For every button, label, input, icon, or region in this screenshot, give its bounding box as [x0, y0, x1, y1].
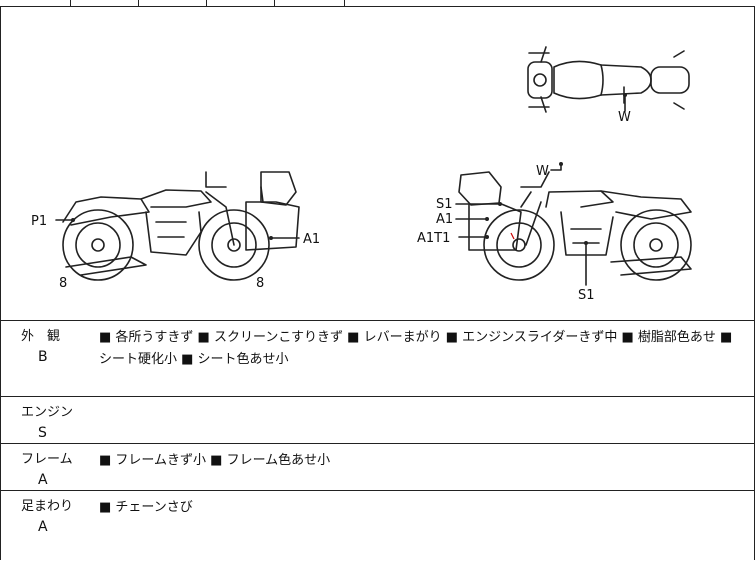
section-grade: A	[38, 519, 48, 535]
section-grade: A	[38, 472, 48, 488]
table-cell	[274, 0, 345, 6]
motorcycle-right-view	[458, 171, 692, 281]
marker-leaders	[55, 96, 626, 286]
top-table-edge	[0, 0, 755, 7]
section-items: ■ チェーンさび	[99, 500, 193, 515]
motorcycle-left-view	[62, 171, 300, 281]
marker-a1-right: A1	[436, 212, 453, 227]
section-items: ■ フレームきず小 ■ フレーム色あせ小	[99, 453, 331, 468]
section-label: エンジン	[21, 405, 74, 420]
items-line: シート硬化小 ■ シート色あせ小	[99, 352, 289, 367]
section-items: ■ 各所うすきず ■ スクリーンこすりきず ■ レバーまがり ■ エンジンスライ…	[99, 327, 749, 371]
section-suspension: 足まわり A ■ チェーンさび	[0, 491, 755, 560]
section-grade: S	[38, 425, 47, 441]
table-cell	[138, 0, 207, 6]
section-exterior: 外 観 B ■ 各所うすきず ■ スクリーンこすりきず ■ レバーまがり ■ エ…	[0, 321, 755, 397]
section-frame: フレーム A ■ フレームきず小 ■ フレーム色あせ小	[0, 444, 755, 491]
items-line: ■ 各所うすきず ■ スクリーンこすりきず ■ レバーまがり ■ エンジンスライ…	[99, 330, 733, 345]
marker-8-front: 8	[256, 276, 264, 291]
table-cell	[206, 0, 275, 6]
table-cell	[0, 0, 71, 6]
motorcycle-diagram: W P1 A1 8 8 W S1 A1 A1T1 S1	[31, 46, 692, 303]
damage-diagram: W P1 A1 8 8 W S1 A1 A1T1 S1	[0, 7, 755, 321]
marker-8-rear: 8	[59, 276, 67, 291]
motorcycle-top-view	[527, 46, 690, 113]
marker-w-right: W	[536, 164, 549, 179]
table-cell	[70, 0, 139, 6]
marker-s1-right: S1	[436, 197, 453, 212]
marker-s1-bottom: S1	[578, 288, 595, 303]
marker-p1: P1	[31, 214, 47, 229]
section-label: フレーム	[21, 452, 73, 467]
marker-a1-left: A1	[303, 232, 320, 247]
section-grade: B	[38, 349, 48, 365]
section-label: 外 観	[21, 329, 61, 344]
section-engine: エンジン S	[0, 397, 755, 444]
marker-w-top: W	[618, 110, 631, 125]
marker-a1t1: A1T1	[417, 231, 450, 246]
section-label: 足まわり	[21, 499, 74, 514]
